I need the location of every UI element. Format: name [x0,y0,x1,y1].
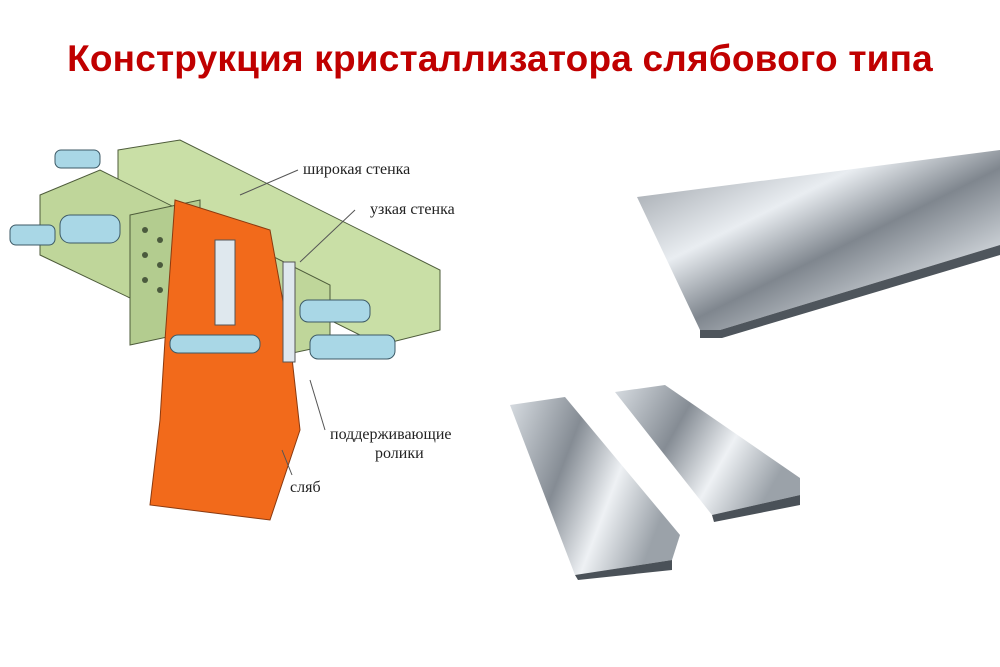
label-wide-wall: широкая стенка [303,161,411,178]
narrow-plates-photo [510,385,800,580]
mould-diagram [9,139,441,521]
slab-shape [149,199,301,521]
label-support-rollers-line2: ролики [375,445,424,462]
label-slab: сляб [290,479,321,496]
slide-title: Конструкция кристаллизатора слябового ти… [67,38,933,79]
label-support-rollers-line1: поддерживающие [330,426,452,443]
wide-plate-photo [637,150,1000,338]
label-narrow-wall: узкая стенка [370,201,455,218]
